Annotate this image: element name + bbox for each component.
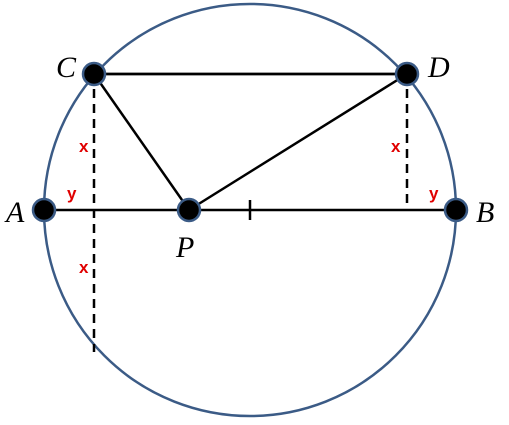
label-b: B: [476, 196, 494, 229]
label-x-upper-left: x: [79, 137, 89, 156]
label-d: D: [427, 51, 450, 84]
segment-cp: [92, 73, 191, 211]
point-p: [176, 197, 202, 223]
label-x-right: x: [391, 137, 401, 156]
point-d: [394, 61, 420, 87]
point-b: [443, 197, 469, 223]
label-a: A: [4, 196, 25, 229]
label-x-lower-left: x: [79, 258, 89, 277]
label-y-left: y: [67, 184, 77, 203]
label-y-right: y: [429, 184, 439, 203]
label-p: P: [175, 231, 194, 264]
segment-dp: [188, 72, 408, 212]
point-a: [31, 197, 57, 223]
label-c: C: [56, 51, 77, 84]
point-c: [81, 61, 107, 87]
